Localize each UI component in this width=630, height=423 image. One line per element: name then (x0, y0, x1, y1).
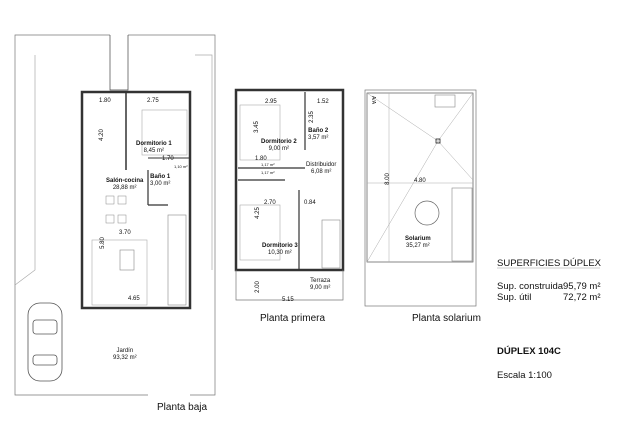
dim-label: 1,10 m² (174, 164, 188, 169)
unit-name: DÚPLEX 104C (497, 346, 561, 357)
dim-label: 1.52 (317, 99, 329, 105)
dim-label: 2.95 (265, 99, 277, 105)
summary-heading: SUPERFICIES DÚPLEX (497, 258, 601, 269)
ground-plan-lot (14, 34, 216, 396)
dim-label: 1,17 m² (261, 162, 275, 167)
first-plan-house (234, 88, 345, 301)
dim-label: 4.80 (414, 178, 426, 184)
dim-label: 5.80 (99, 237, 106, 249)
dim-label: 4.25 (254, 207, 261, 219)
plan-title-solarium: Planta solarium (412, 313, 481, 324)
dim-label: 0.84 (304, 200, 316, 206)
scale-label: Escala 1:100 (497, 370, 552, 381)
dim-label: 4.20 (98, 129, 105, 141)
dim-label: 4.65 (128, 296, 140, 302)
plan-title-ground: Planta baja (157, 402, 208, 413)
ac-label: A/A (370, 95, 377, 105)
dim-label: 1.70 (162, 156, 174, 162)
plan-title-first: Planta primera (260, 313, 326, 324)
dim-label: 2.00 (254, 281, 261, 293)
dim-label: 2.70 (264, 200, 276, 206)
car-icon (27, 302, 63, 382)
dim-label: 3.70 (119, 230, 131, 236)
dim-label: 3.45 (253, 121, 260, 133)
dim-label: 8.00 (384, 173, 391, 185)
summary-row-value: 95,79 m² (563, 281, 601, 292)
summary-row-value: 72,72 m² (563, 292, 601, 303)
dim-label: 2.35 (308, 111, 315, 123)
dim-label: 1.80 (99, 98, 111, 104)
summary-row-label: Sup. construida (497, 281, 564, 292)
summary-row-label: Sup. útil (497, 292, 532, 303)
ground-plan-house (80, 90, 192, 310)
dim-label: 1.80 (255, 156, 267, 162)
dim-label: 1,17 m² (261, 170, 275, 175)
solarium-plan (364, 89, 477, 307)
dim-label: 5.15 (282, 297, 294, 303)
dim-label: 2.75 (147, 98, 159, 104)
